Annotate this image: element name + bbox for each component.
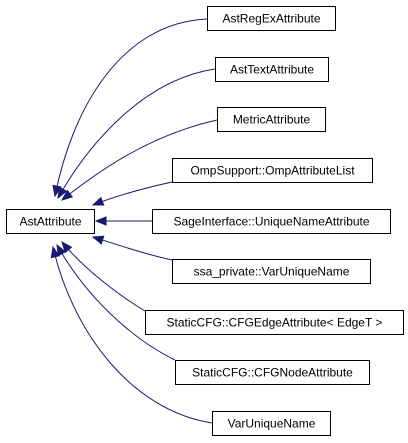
node-label: AstTextAttribute [230,63,314,77]
node-ssa-private-varuniquename[interactable]: ssa_private::VarUniqueName [172,259,371,284]
node-label: OmpSupport::OmpAttributeList [190,164,355,178]
node-label: ssa_private::VarUniqueName [194,265,350,279]
node-label: VarUniqueName [228,417,316,431]
node-label: AstRegExAttribute [222,12,320,26]
edge-cfgedgeattribute [62,242,146,312]
edge-ssa-varuniquename [93,237,173,261]
node-asttextattribute[interactable]: AstTextAttribute [215,57,329,82]
inheritance-edges [53,18,218,424]
node-label: StaticCFG::CFGNodeAttribute [192,366,353,380]
node-varuniquename[interactable]: VarUniqueName [212,411,331,436]
edge-astregexattribute [55,18,208,196]
node-astregexattribute[interactable]: AstRegExAttribute [207,6,336,31]
node-staticcfg-cfgedgeattribute[interactable]: StaticCFG::CFGEdgeAttribute< EdgeT > [145,310,404,335]
class-nodes: AstAttribute AstRegExAttribute AstTextAt… [6,6,404,436]
edge-asttextattribute [58,68,216,198]
edge-varuniquename [53,247,213,424]
edge-cfgnodeattribute [57,245,176,361]
node-label: AstAttribute [19,215,81,229]
node-astattribute[interactable]: AstAttribute [6,209,95,234]
edge-ompattributelist [93,181,173,205]
node-metricattribute[interactable]: MetricAttribute [217,107,326,132]
node-ompsupport-ompattributelist[interactable]: OmpSupport::OmpAttributeList [172,158,373,183]
node-staticcfg-cfgnodeattribute[interactable]: StaticCFG::CFGNodeAttribute [175,360,370,385]
node-label: StaticCFG::CFGEdgeAttribute< EdgeT > [167,316,383,330]
node-label: MetricAttribute [233,113,311,127]
node-sageinterface-uniquenameattribute[interactable]: SageInterface::UniqueNameAttribute [152,209,391,234]
edge-metricattribute [62,119,218,200]
node-label: SageInterface::UniqueNameAttribute [173,215,369,229]
